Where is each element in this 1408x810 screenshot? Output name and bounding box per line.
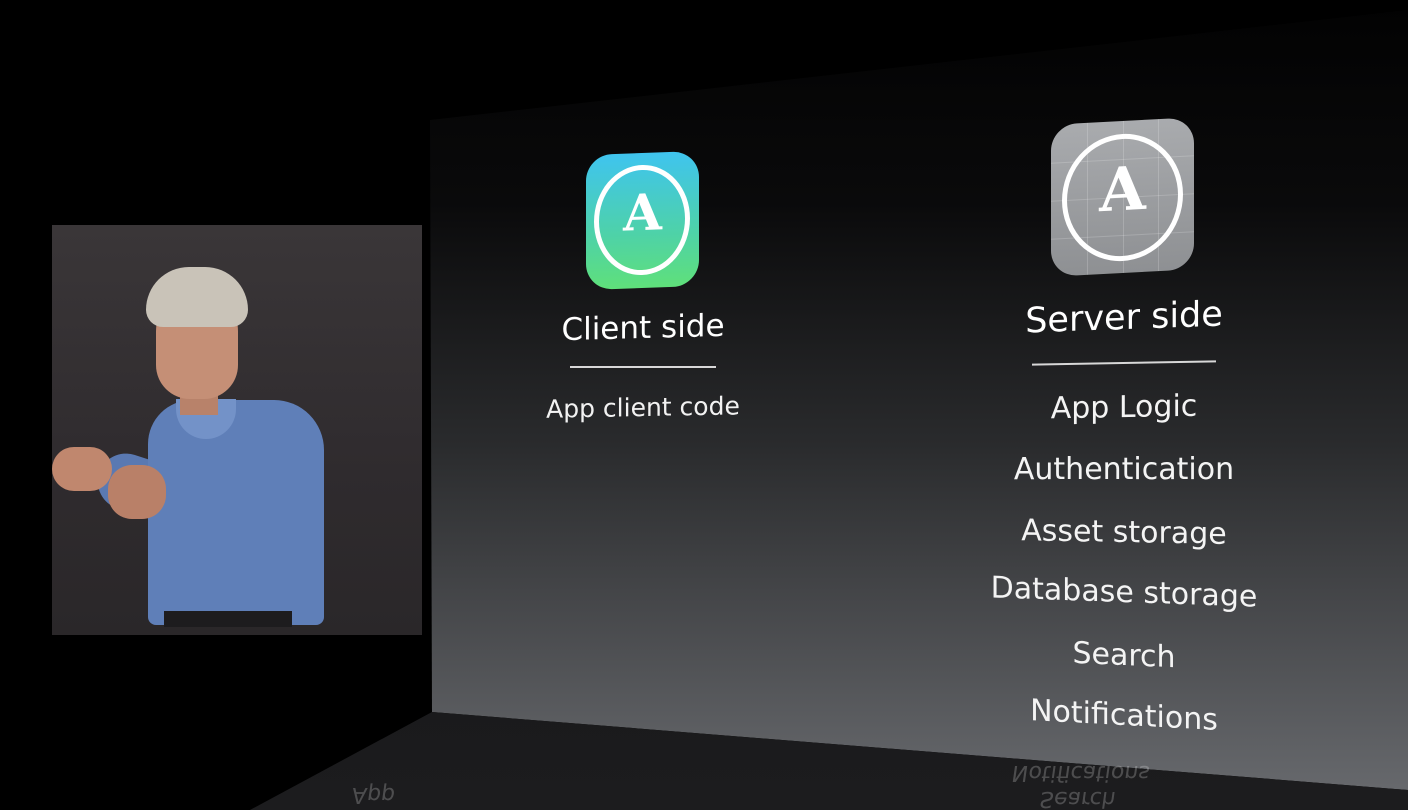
server-item-authentication: Authentication	[1013, 452, 1235, 487]
server-item-app-logic: App Logic	[1050, 388, 1198, 427]
presenter-belt	[164, 611, 292, 627]
server-item-asset-storage: Asset storage	[1021, 513, 1227, 552]
presenter-video	[52, 225, 422, 635]
client-divider	[570, 366, 716, 368]
server-side-title: Server side	[1025, 294, 1223, 342]
letter-a-icon: A	[1099, 153, 1146, 227]
client-item: App client code	[546, 391, 740, 424]
reflection-text: Search	[1038, 786, 1118, 810]
reflection-text: App	[350, 782, 397, 807]
reflection-text: Notifications	[1010, 760, 1152, 785]
client-side-title: Client side	[561, 307, 725, 349]
letter-a-icon: A	[623, 182, 662, 243]
presenter-hair	[146, 267, 248, 327]
presenter-hand-right	[108, 465, 166, 519]
server-app-icon: A	[1051, 117, 1194, 277]
client-app-icon: A	[586, 151, 699, 290]
presenter-shirt	[148, 400, 324, 625]
presenter-hand-left	[52, 447, 112, 491]
